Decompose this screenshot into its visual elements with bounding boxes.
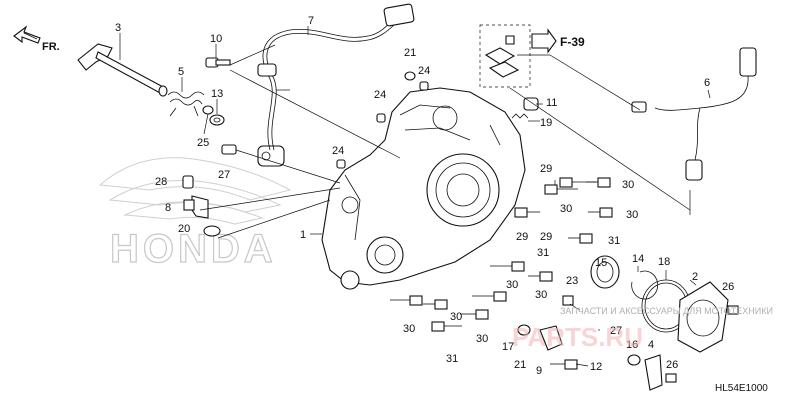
callout-28: 28 [155,176,167,188]
callout-9: 9 [536,365,542,377]
oring-21-part [517,324,531,336]
callout-30-d: 30 [535,289,547,301]
callout-13: 13 [211,88,223,100]
callout-21: 21 [514,359,526,371]
site-watermark-logo: PARTS.RU [512,322,643,352]
front-direction-arrow: FR. [13,25,60,53]
callout-30-f: 30 [450,311,462,323]
callout-2: 2 [692,271,698,283]
plug-11-part [523,97,539,111]
leader-lines [119,26,711,367]
callout-31-a: 31 [608,235,620,247]
callout-4: 4 [648,339,654,351]
callout-24-b: 24 [374,89,386,101]
return-spring-part [167,91,205,117]
bolt-10-part [205,57,231,68]
bracket-4-part [644,354,663,391]
callout-18: 18 [658,256,670,268]
callout-30-b: 30 [560,203,572,215]
sensor-harness-part [257,3,415,151]
gear-position-sensor-part [221,144,285,167]
callout-19: 19 [540,117,552,129]
bearing-cover-2-part [677,281,729,353]
honda-watermark: HONDA [110,227,277,271]
dowel-pin [336,159,346,169]
callout-6: 6 [704,77,710,89]
callout-29-a: 29 [540,163,552,175]
harness-6-part [631,47,757,181]
callout-25: 25 [197,137,209,149]
sensor-9-part [539,325,563,351]
callout-31-c: 31 [446,353,458,365]
dowel-pin [419,81,429,91]
callout-30-g: 30 [403,323,415,335]
callout-29-c: 29 [516,231,528,243]
callout-22: 21 [404,47,416,59]
callout-12: 12 [590,361,602,373]
washer-22-part [404,71,416,81]
reference-f39-group: F-39 [479,24,585,88]
washer-16-part [627,354,641,366]
callout-26-b: 26 [666,359,678,371]
callout-24-a: 24 [418,65,430,77]
bolt-26-part [727,305,739,315]
callout-8: 8 [165,202,171,214]
callout-5: 5 [178,66,184,78]
bearing-15-part [590,255,620,289]
dowel-pin [376,113,386,123]
site-watermark-text: ЗАПЧАСТИ И АКСЕССУАРЫ ДЛЯ МОТОТЕХНИКИ [560,306,773,316]
reference-label: F-39 [560,35,585,49]
bolt-26-part [665,373,677,383]
callout-30-h: 30 [476,333,488,345]
callout-17: 17 [502,341,514,353]
callout-15: 15 [595,257,607,269]
diagram-code: HL54E1000 [715,383,768,394]
oring-25-part [202,105,214,115]
washer-13-part [209,114,225,126]
shift-shaft-part [77,43,168,97]
callout-30-e: 30 [506,279,518,291]
callout-1: 1 [300,229,306,241]
flange-bolts [390,177,613,370]
callout-3: 3 [115,22,121,34]
callout-26-a: 26 [722,281,734,293]
speed-sensor-group [182,175,221,237]
callout-11: 11 [546,97,557,109]
callout-30-a: 30 [622,179,634,191]
callout-7: 7 [308,15,314,27]
callout-numbers: 3 5 10 13 25 27 28 8 20 7 21 24 24 24 1 … [115,15,734,377]
bolt-23-part [562,295,574,306]
callout-29-b: 29 [540,231,552,243]
callout-10: 10 [210,33,222,45]
callout-27-b: 27 [610,325,622,337]
callout-23: 23 [566,275,578,287]
clip-19-part [511,113,529,119]
callout-16: 16 [626,339,638,351]
callout-27: 27 [218,169,230,181]
callout-14: 14 [632,253,644,265]
callout-31-b: 31 [537,247,549,259]
callout-30-c: 30 [626,209,638,221]
circlip-14-part [631,270,659,300]
rear-crankcase-cover-part [321,87,526,290]
front-direction-label: FR. [42,41,60,53]
callout-24-c: 24 [332,145,344,157]
callout-20: 20 [178,223,190,235]
